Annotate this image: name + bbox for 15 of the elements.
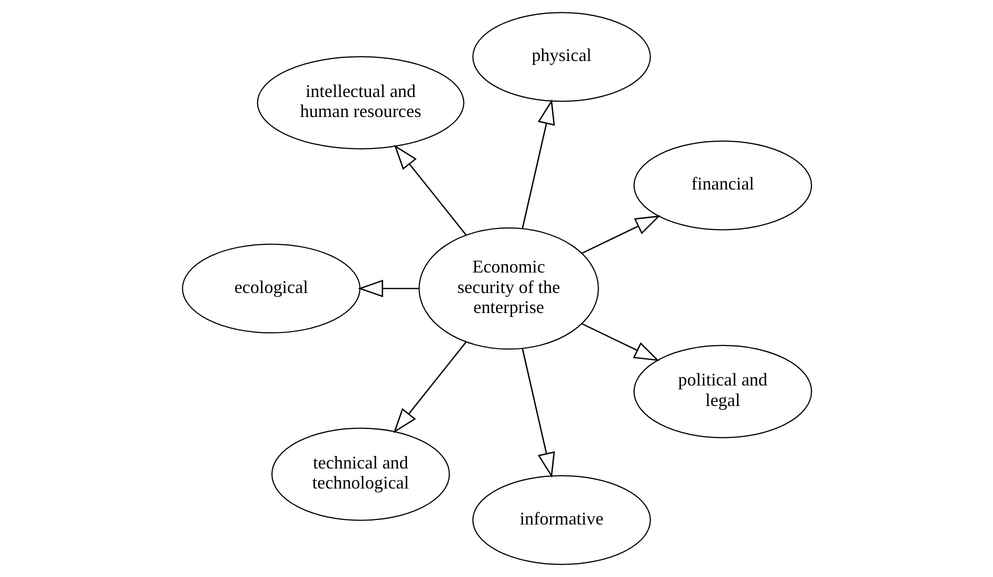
node-ellipse: political and legal xyxy=(633,344,812,438)
arrow xyxy=(521,99,554,229)
node-ellipse: financial xyxy=(633,140,812,230)
node-ellipse: informative xyxy=(472,475,650,566)
arrow xyxy=(521,348,554,478)
arrow xyxy=(357,280,418,298)
node-ellipse: ecological xyxy=(181,244,360,334)
arrow xyxy=(581,215,660,254)
arrow xyxy=(581,323,659,362)
node-ellipse: Economic security of the enterprise xyxy=(418,227,598,350)
node-ellipse: technical and technological xyxy=(270,428,450,521)
node-ellipse: physical xyxy=(472,12,650,102)
arrow xyxy=(392,341,466,434)
node-ellipse: intellectual and human resources xyxy=(256,56,464,150)
arrow xyxy=(394,144,466,236)
